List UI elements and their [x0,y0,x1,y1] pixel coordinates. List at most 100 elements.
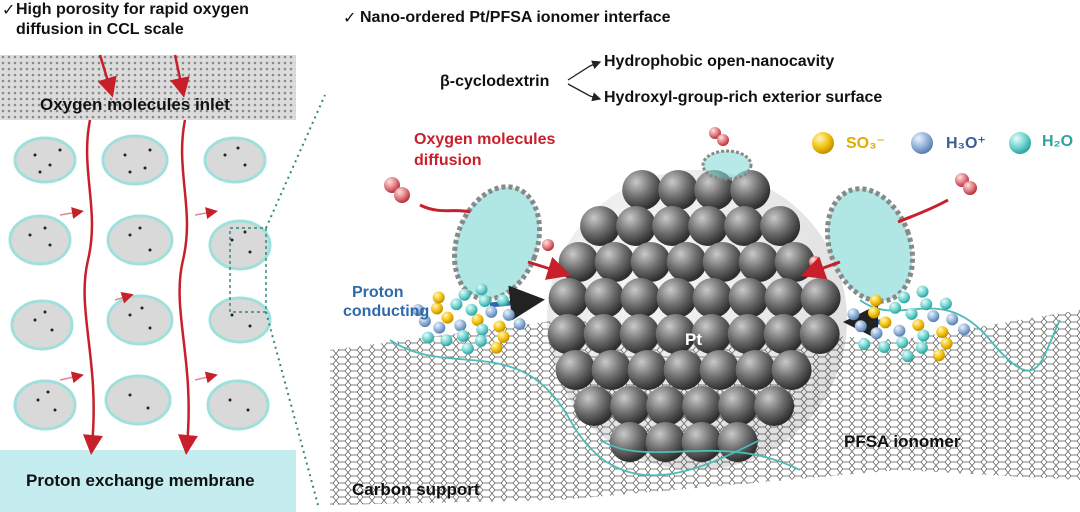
oxygen-diffusion-label-2: diffusion [414,152,482,169]
ion-sphere [458,288,471,301]
pt-atom [652,206,693,246]
legend-h3o-label: H₃O⁺ [946,135,986,152]
ion-sphere [485,305,498,318]
ion-sphere [847,308,860,321]
ion-sphere [927,310,940,323]
pt-atom [630,242,671,282]
ion-sphere [471,314,484,326]
ion-sphere [958,323,971,336]
pt-atom [730,170,771,210]
pt-atom [547,314,588,354]
pt-atom [764,278,805,318]
pt-atom [658,170,699,210]
ion-sphere [493,320,506,333]
ion-sphere [431,302,443,315]
lateral-diffusion-arrows [59,207,218,384]
cyclodextrin-right [824,186,916,304]
ion-sphere [879,316,892,329]
pt-atom [555,350,596,390]
pt-atom [691,314,732,354]
pt-atom [663,350,704,390]
ion-sphere [916,285,929,298]
membrane-label: Proton exchange membrane [26,471,255,490]
ion-sphere [456,329,469,342]
ion-sphere [939,297,952,310]
pt-atom [738,242,779,282]
pt-atom [718,386,759,426]
legend-h2o-sphere [1009,132,1031,154]
pt-atom [619,314,660,354]
ion-sphere [915,341,928,354]
oxygen-diffusion-arrows [419,198,949,280]
pt-nanoparticle [547,170,847,470]
ion-sphere [920,298,933,311]
pt-atom [580,206,621,246]
oxygen-diffusion-paths [82,54,198,455]
ion-sphere [940,337,953,350]
ion-clusters [412,283,971,363]
oxygen-diffusion-label-1: Oxygen molecules [414,131,556,148]
pt-atom [574,386,615,426]
cyclodextrin-left [451,184,543,302]
pt-atom [699,350,740,390]
left-feature-line1: High porosity for rapid oxygen [16,1,249,18]
pt-atom [610,386,651,426]
pt-atom [584,278,625,318]
ion-sphere [896,336,909,349]
pt-atom [616,206,657,246]
oxygen-inlet-label: Oxygen molecules inlet [40,95,230,114]
check-mark-left: ✓ [2,2,16,19]
ion-sphere [418,315,431,328]
ion-sphere [422,331,434,344]
ion-sphere [946,313,959,326]
branch-top-label: Hydrophobic open-nanocavity [604,53,835,70]
ion-sphere [878,341,891,353]
oxygen-inlet-band [0,55,296,120]
pt-atom [735,350,776,390]
legend-so3-sphere [812,132,834,154]
catalyst-agglomerates [8,134,272,431]
ion-sphere [854,320,867,333]
ion-sphere [465,303,478,316]
ion-sphere [475,283,488,296]
pt-atom [646,386,687,426]
pt-atom [799,314,840,354]
pt-atom [763,314,804,354]
pt-atom [754,386,795,426]
pt-atom [655,314,696,354]
ion-sphere [433,321,446,334]
ion-sphere [441,311,454,324]
ion-sphere [513,318,526,330]
pt-atom [558,242,599,282]
proton-exchange-membrane [0,450,296,512]
pt-atom [800,278,841,318]
ion-sphere [432,291,445,304]
ion-sphere [454,319,467,332]
proton-label-1: Proton [352,284,404,301]
ion-sphere [905,307,918,320]
pt-atom [609,422,650,462]
pt-atom [627,350,668,390]
pt-atom [681,422,722,462]
ion-sphere [490,341,503,354]
pt-atom [702,242,743,282]
pt-atom [666,242,707,282]
pfsa-ionomer-label: PFSA ionomer [844,432,961,451]
pt-atom [717,422,758,462]
ion-sphere [933,349,945,362]
ion-sphere [496,294,509,307]
pt-atom [692,278,733,318]
ion-sphere [901,350,914,363]
ion-sphere [889,301,902,314]
ion-sphere [497,330,510,343]
pt-atom [594,242,635,282]
cyclodextrin-branches [567,60,602,102]
cyclodextrin-top [701,149,753,181]
pt-atom [724,206,765,246]
ion-sphere [858,338,871,351]
pt-atom [727,314,768,354]
pt-atom [645,422,686,462]
branch-bottom-label: Hydroxyl-group-rich exterior surface [604,89,883,106]
ion-sphere [870,327,883,340]
